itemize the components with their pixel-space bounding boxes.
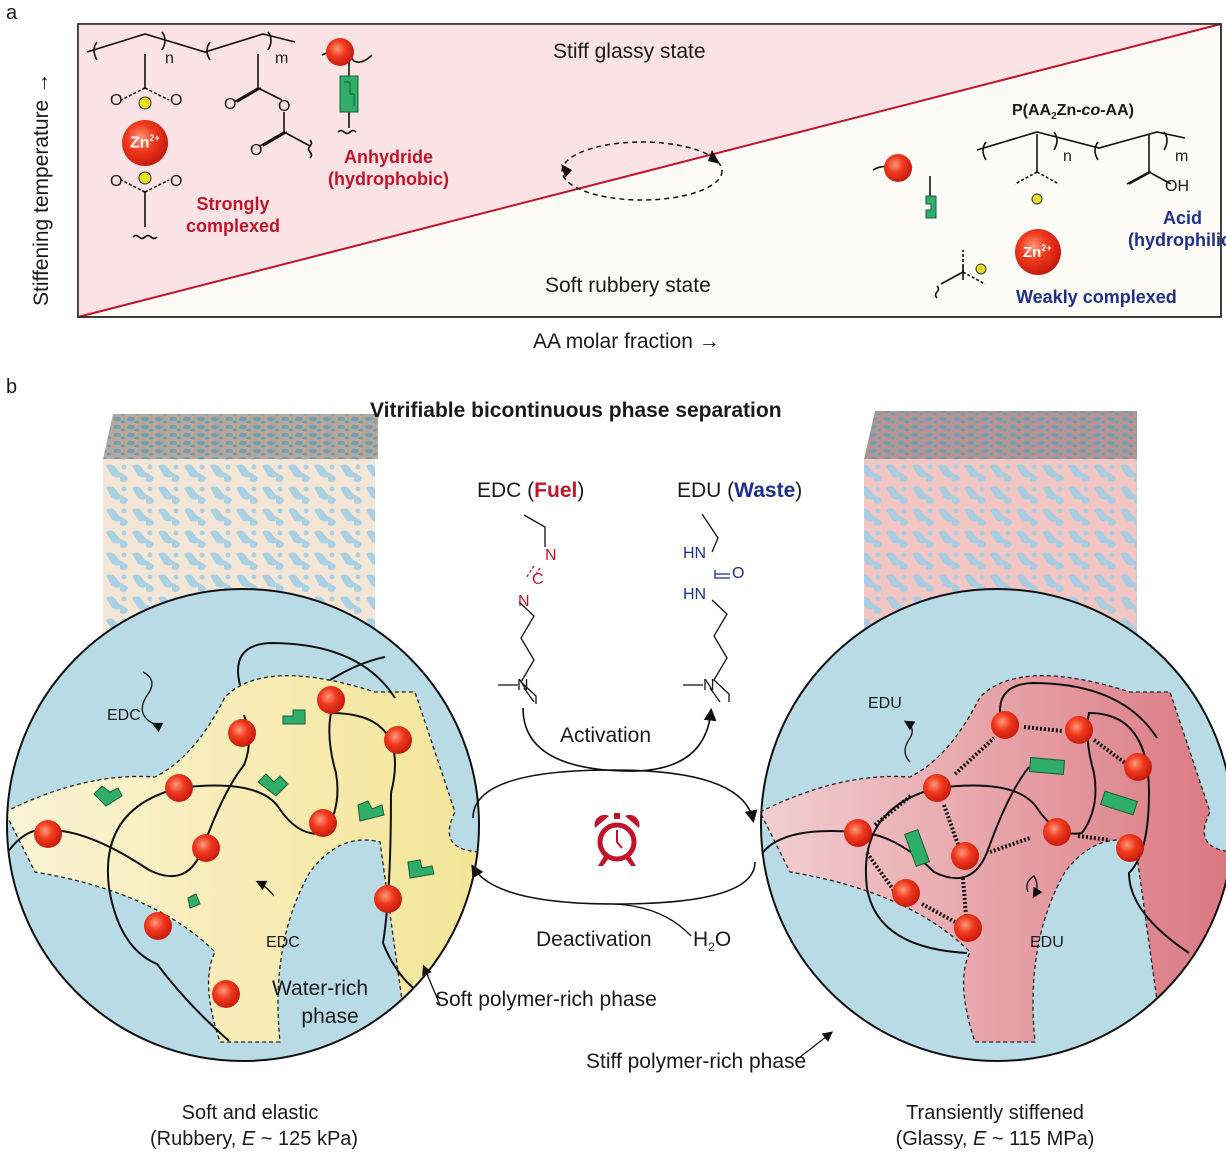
anion-charge-icon: [138, 171, 152, 185]
edu-label: EDU: [1030, 934, 1064, 951]
oxygen-atom: O: [250, 142, 263, 159]
edc-carbon: C: [532, 571, 544, 588]
oxygen-atom: O: [170, 173, 183, 190]
open-crosslink-icon: [925, 195, 937, 219]
anion-charge-icon: [975, 263, 987, 275]
stiff-phase-pointer-icon: [794, 1031, 834, 1062]
alarm-clock-icon: [594, 813, 640, 866]
edc-arrow-icon: [141, 671, 164, 733]
right-polymer-structure: [872, 131, 1186, 299]
hydroxyl-label: OH: [1165, 178, 1189, 195]
waste-label: EDU (Waste): [677, 479, 803, 502]
anhydride-label: Anhydride(hydrophobic): [328, 147, 449, 189]
zinc-ion-ball: [122, 120, 168, 166]
activation-label: Activation: [560, 724, 652, 747]
cycle-arrow-right-icon: [708, 150, 720, 164]
phase-boundary-line: [77, 23, 1222, 318]
subscript-n: n: [165, 50, 174, 67]
zinc-ion-ball: [1015, 229, 1061, 275]
oxygen-atom: O: [278, 98, 291, 115]
oxygen-atom: O: [110, 173, 123, 190]
activation-arrow: [522, 707, 717, 772]
edu-arrow-icon: [903, 720, 916, 763]
edc-nitrogen: N: [545, 547, 557, 564]
edc-molecule: [498, 514, 546, 704]
anhydride-groups-right: [903, 757, 1138, 868]
deactivation-label: Deactivation: [536, 928, 652, 951]
oxygen-atom: O: [170, 92, 183, 109]
soft-phase-pointer-icon: [422, 964, 441, 1006]
edu-label: EDU: [868, 695, 902, 712]
subscript-m: m: [275, 50, 289, 67]
glassy-crosslinks: [865, 725, 1127, 924]
glassy-state-label: Stiff glassy state: [553, 40, 706, 63]
backward-cycle-arrow: [471, 861, 756, 905]
edc-amine: N: [517, 677, 529, 694]
right-magnified-circle: [761, 589, 1226, 1061]
polymer-beads-right: [844, 711, 1152, 942]
acid-label: Acid(hydrophilic): [1128, 208, 1226, 250]
polymer-bead: [884, 154, 912, 182]
fuel-label: EDC (Fuel): [477, 479, 585, 502]
panel-b-label: b: [6, 376, 18, 398]
zinc-ion-label: Zn2+: [1023, 243, 1052, 261]
panel-b-title: Vitrifiable bicontinuous phase separatio…: [370, 399, 782, 422]
anion-charge-icon: [138, 96, 152, 110]
water-input-line: [612, 903, 692, 937]
right-caption: Transiently stiffened(Glassy, E ~ 115 MP…: [895, 1102, 1095, 1150]
edu-nh: HN: [683, 586, 707, 603]
rubbery-state-label: Soft rubbery state: [545, 274, 711, 297]
anhydride-groups-left: [93, 709, 435, 909]
edu-molecule: [683, 513, 730, 703]
panel-a-label: a: [6, 2, 18, 24]
edu-nh: HN: [683, 545, 707, 562]
x-axis-label: AA molar fraction →: [533, 330, 720, 353]
edu-arrow-icon: [1026, 875, 1043, 899]
anion-charge-icon: [1031, 193, 1043, 205]
edu-amine: N: [703, 677, 715, 694]
edc-arrow-icon: [255, 880, 275, 897]
oxygen-atom: O: [224, 96, 237, 113]
oxygen-atom: O: [110, 92, 123, 109]
subscript-m: m: [1175, 148, 1189, 165]
forward-cycle-arrow: [472, 769, 758, 824]
stiff-phase-label: Stiff polymer-rich phase: [586, 1050, 807, 1073]
subscript-n: n: [1063, 148, 1072, 165]
left-polymer-structure: [86, 31, 373, 240]
polymer-name: P(AA2Zn-co-AA): [1012, 102, 1134, 123]
edc-label: EDC: [107, 707, 141, 724]
cycle-arrow-left-icon: [561, 164, 572, 178]
zinc-ion-label: Zn2+: [130, 133, 160, 152]
edu-oxygen: O: [732, 565, 745, 582]
polymer-beads-left: [34, 686, 412, 1008]
cycle-ellipse: [561, 141, 723, 201]
left-magnified-circle: [7, 589, 479, 1061]
edc-nitrogen: N: [518, 593, 530, 610]
edc-label: EDC: [266, 934, 300, 951]
polymer-bead: [326, 38, 354, 66]
anhydride-crosslink-icon: [339, 75, 359, 113]
weakly-complexed-label: Weakly complexed: [1016, 287, 1177, 307]
soft-phase-label: Soft polymer-rich phase: [435, 988, 657, 1011]
water-label: H2O: [693, 928, 732, 955]
left-caption: Soft and elastic(Rubbery, E ~ 125 kPa): [150, 1102, 359, 1150]
